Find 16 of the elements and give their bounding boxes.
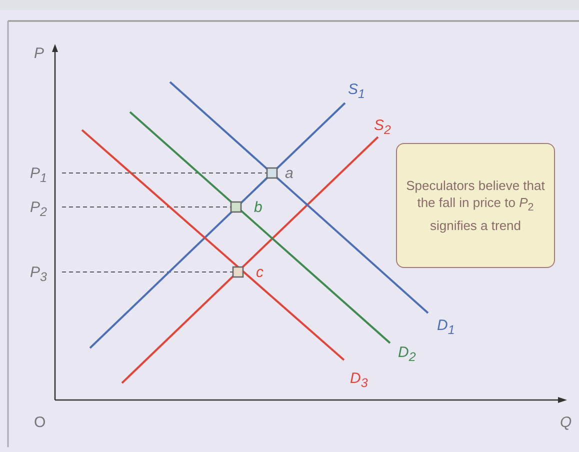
axis-label: Q [560,415,572,430]
curve-label: D$_{2}$ [398,345,416,364]
curve-label: S$_{2}$ [374,118,391,136]
axis-label: P [34,46,44,61]
point-label: b [254,200,262,215]
origin-label: O [34,415,46,430]
price-label: P$_{2}$ [30,200,47,218]
curve-label: S$_{1}$ [348,82,365,100]
point-label: c [256,265,264,280]
point-label: a [285,166,294,181]
price-label: P$_{1}$ [30,166,47,184]
note-box [396,143,555,268]
price-label: P$_{3}$ [30,265,47,284]
note-text: Speculators believe that the fall in price to P$_{2}$ signifies a trend [405,177,546,234]
curve-label: D$_{1}$ [437,318,455,336]
curve-label: D$_{3}$ [350,371,368,390]
